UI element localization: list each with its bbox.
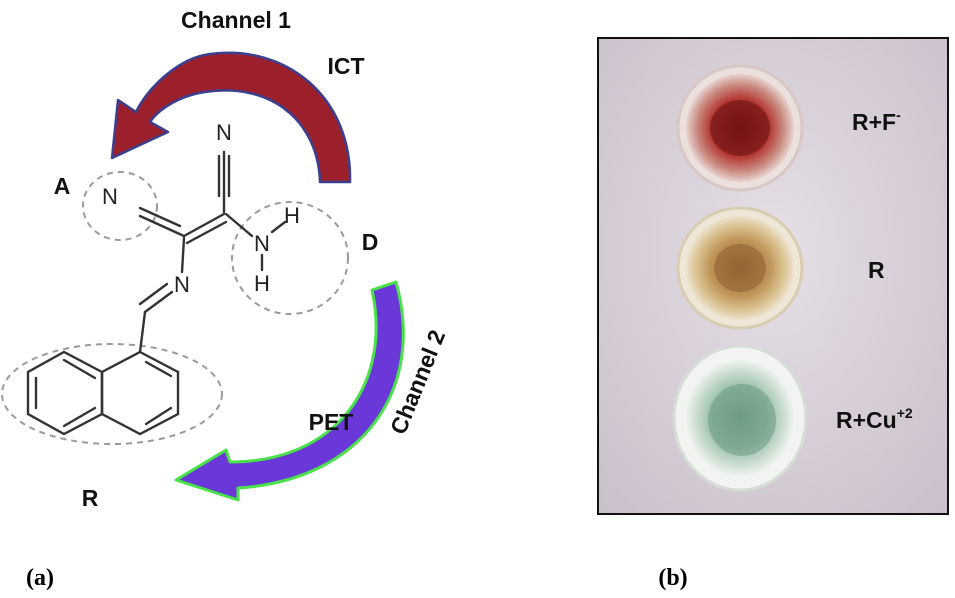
vial-r-f (676, 64, 804, 192)
atom-n-left: N (102, 184, 118, 209)
vial-r-cu (672, 344, 808, 492)
panel-b: R+F- R R+Cu+2 (b) (597, 37, 949, 591)
atom-n-imine: N (174, 272, 190, 297)
atom-h-upper: H (284, 203, 300, 228)
molecule-structure (26, 150, 287, 436)
ict-arrow (110, 51, 352, 184)
pet-label: PET (309, 409, 354, 435)
panel-b-tag: (b) (658, 565, 687, 591)
pet-arrow (174, 280, 405, 502)
atom-n-top: N (216, 120, 232, 145)
vial-label-r-cu: R+Cu+2 (836, 405, 913, 433)
panel-a-tag: (a) (26, 565, 54, 591)
atom-h-lower: H (254, 271, 270, 296)
panel-a: N N N N H H Channel 1 ICT A D PET R Chan… (1, 7, 450, 591)
acceptor-label: A (54, 173, 71, 199)
donor-label: D (362, 229, 379, 255)
receptor-label: R (82, 485, 99, 511)
vial-label-r-f: R+F- (852, 107, 901, 135)
atom-n-amine: N (254, 231, 270, 256)
vial-label-r: R (868, 257, 885, 283)
donor-circle (231, 201, 349, 315)
acceptor-circle (82, 171, 158, 241)
receptor-circle (1, 343, 223, 445)
channel1-label: Channel 1 (181, 7, 291, 33)
ict-label: ICT (327, 53, 364, 79)
vial-r (676, 206, 804, 330)
